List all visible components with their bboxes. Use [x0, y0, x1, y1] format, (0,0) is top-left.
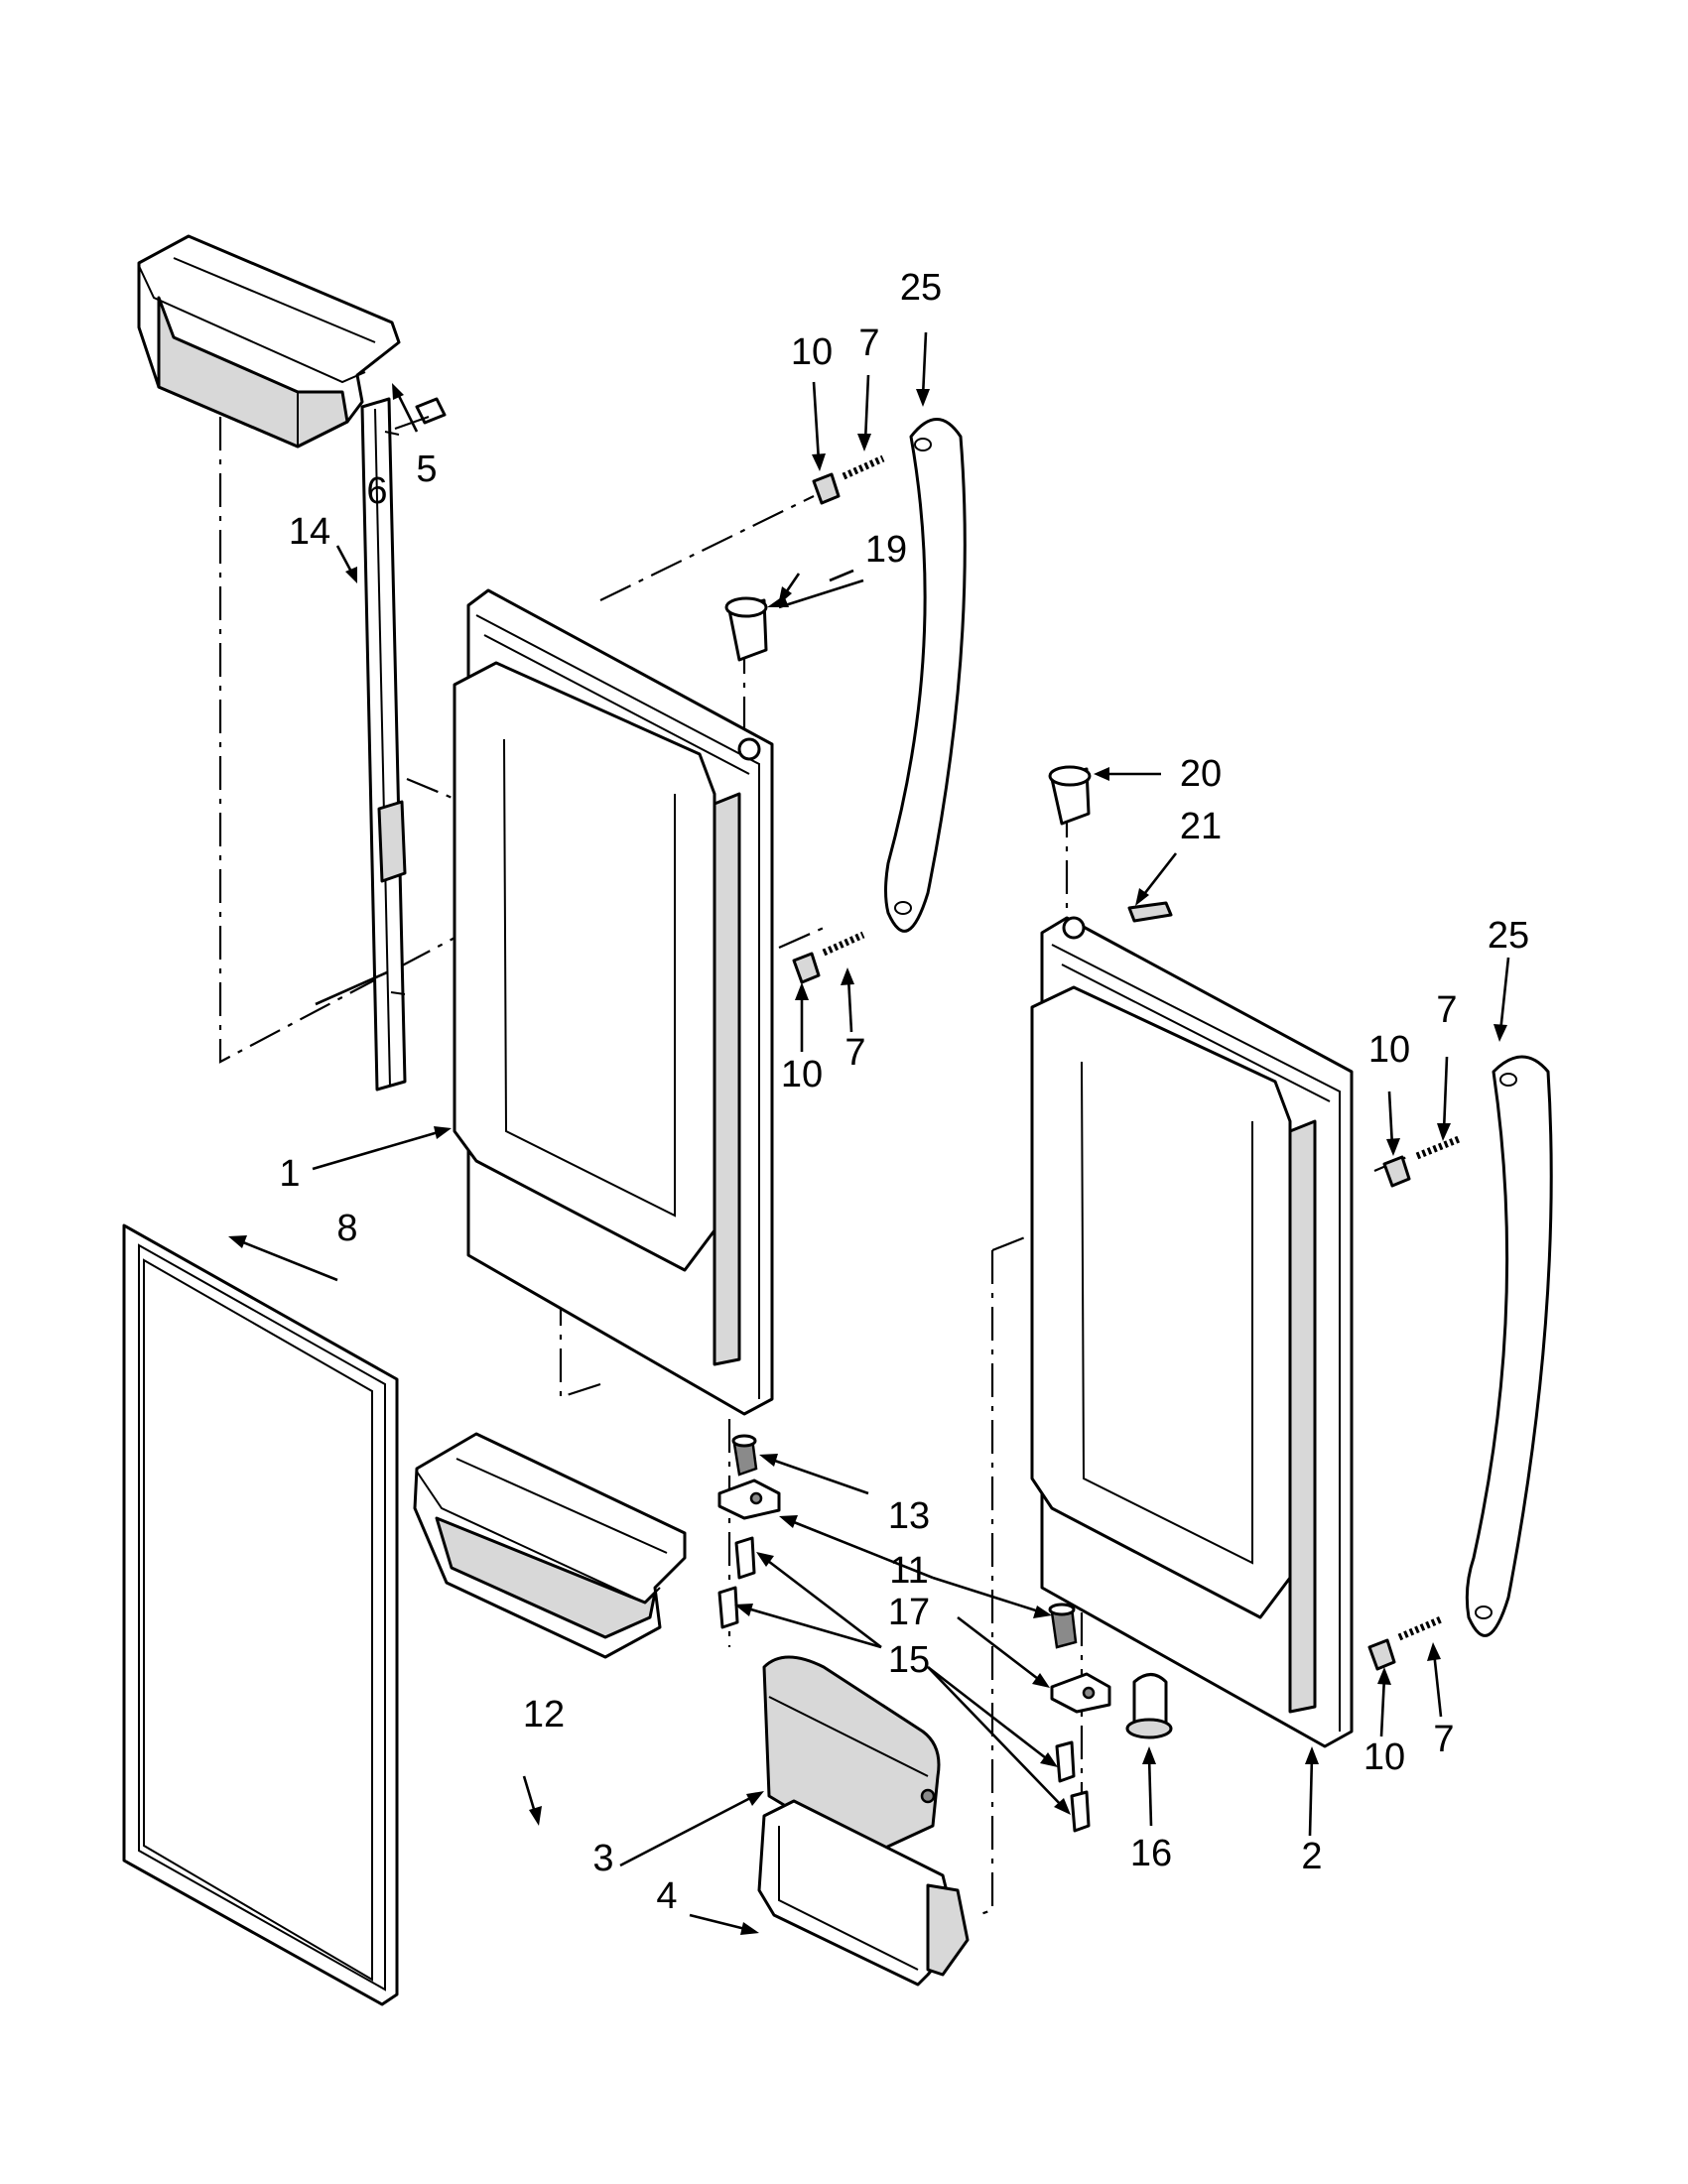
callout-15: 15	[888, 1639, 930, 1681]
callout-7-upper: 7	[858, 322, 879, 364]
hinge-parts-right	[1048, 1603, 1111, 1833]
door-handle-lower	[1465, 1055, 1553, 1637]
callout-7-right-upper: 7	[1436, 989, 1457, 1031]
handle-spacers	[792, 472, 1411, 1671]
bushing-20	[1048, 765, 1092, 826]
door-bin-upper	[137, 234, 401, 449]
callout-25-upper: 25	[900, 267, 942, 309]
callout-10-right-upper: 10	[1368, 1029, 1410, 1071]
hinge-cap	[1125, 1673, 1173, 1739]
callout-12: 12	[523, 1694, 565, 1735]
callout-1: 1	[279, 1153, 300, 1195]
callout-8: 8	[336, 1208, 357, 1249]
hinge-parts-left	[717, 1434, 781, 1629]
callout-4: 4	[656, 1875, 677, 1917]
callout-7-mid: 7	[844, 1032, 865, 1074]
leader-lines	[228, 331, 1510, 1935]
door-bin-lower	[413, 1432, 687, 1659]
callout-7-right-lower: 7	[1433, 1719, 1454, 1760]
bushing-19	[724, 596, 768, 662]
label-21	[1127, 901, 1173, 923]
door-gasket	[122, 1223, 399, 2006]
rail-screw	[394, 397, 447, 430]
callout-20: 20	[1180, 753, 1222, 795]
door-right	[1030, 916, 1354, 1748]
callout-14: 14	[289, 511, 330, 553]
door-rail	[360, 397, 407, 1092]
callout-19: 19	[865, 529, 907, 571]
callout-21: 21	[1180, 806, 1222, 847]
callout-10-right-lower: 10	[1363, 1736, 1405, 1778]
dairy-bin-door	[762, 1655, 941, 1858]
callout-10-upper: 10	[791, 331, 833, 373]
door-left	[453, 588, 774, 1416]
dairy-bin	[757, 1799, 970, 1987]
door-handle-upper	[884, 418, 967, 933]
callout-17: 17	[888, 1592, 930, 1633]
callout-labels: 25 7 10 5 6 14 19 20 21 25 7 10 10 7 1 8…	[279, 267, 1529, 1917]
callout-11: 11	[889, 1550, 928, 1592]
callout-16: 16	[1130, 1833, 1172, 1874]
callout-5: 5	[416, 449, 437, 490]
callout-3: 3	[592, 1838, 613, 1879]
callout-25-lower: 25	[1488, 915, 1529, 957]
callout-6: 6	[366, 470, 387, 512]
callout-2: 2	[1301, 1836, 1322, 1877]
handle-screws	[822, 454, 1461, 1641]
callout-10-mid: 10	[781, 1054, 823, 1095]
callout-13: 13	[888, 1495, 930, 1537]
